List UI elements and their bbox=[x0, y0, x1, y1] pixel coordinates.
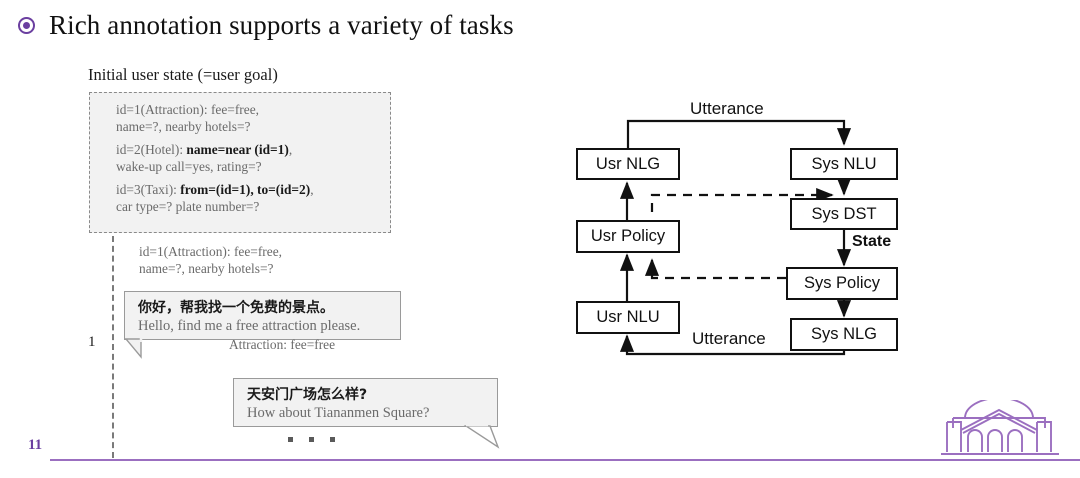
edge-label-utterance-bottom: Utterance bbox=[692, 329, 766, 348]
goal-entry-3: id=3(Taxi): from=(id=1), to=(id=2), car … bbox=[116, 181, 314, 215]
node-usr-policy[interactable]: Usr Policy bbox=[576, 220, 680, 253]
speech-bubble-system: 天安门广场怎么样? How about Tiananmen Square? bbox=[233, 378, 498, 427]
node-usr-nlg[interactable]: Usr NLG bbox=[576, 148, 680, 180]
agenda-pipeline-diagram: Usr NLG Sys NLU Sys DST Usr Policy Sys P… bbox=[560, 99, 920, 370]
dialogue-timeline-line bbox=[112, 236, 114, 458]
node-usr-nlu[interactable]: Usr NLU bbox=[576, 301, 680, 334]
goal-entry-1: id=1(Attraction): fee=free, name=?, near… bbox=[116, 101, 259, 135]
dialogue-continues-ellipsis bbox=[288, 437, 335, 442]
goal-entry-3-bold: from=(id=1), to=(id=2) bbox=[180, 182, 311, 197]
goal-entry-2-head: id=2(Hotel): bbox=[116, 142, 187, 157]
speech-bubble-system-tail bbox=[463, 423, 500, 449]
page-number: 11 bbox=[28, 437, 43, 453]
goal-entry-3-head: id=3(Taxi): bbox=[116, 182, 181, 197]
rotunda-logo-icon bbox=[941, 400, 1059, 455]
turn-number-label: 1 bbox=[88, 334, 96, 350]
goal-entry-2-bold: name=near (id=1) bbox=[186, 142, 289, 157]
state-annotation-line1: id=1(Attraction): fee=free, bbox=[139, 244, 282, 259]
goal-entry-1-line2: name=?, nearby hotels=? bbox=[116, 119, 251, 134]
goal-entry-3-line2: car type=? plate number=? bbox=[116, 199, 260, 214]
node-sys-dst[interactable]: Sys DST bbox=[790, 198, 898, 230]
goal-entry-2-tail: , bbox=[288, 142, 293, 157]
slide-title-row: Rich annotation supports a variety of ta… bbox=[18, 10, 514, 41]
action-annotation: Attraction: fee=free bbox=[229, 337, 336, 352]
goal-entry-2-line2: wake-up call=yes, rating=? bbox=[116, 159, 262, 174]
edge-label-utterance-top: Utterance bbox=[690, 99, 764, 118]
speech-bubble-user-tail bbox=[124, 338, 143, 359]
node-sys-policy[interactable]: Sys Policy bbox=[786, 267, 898, 300]
edge-label-state: State bbox=[852, 233, 892, 250]
state-annotation: id=1(Attraction): fee=free, name=?, near… bbox=[139, 243, 282, 277]
speech-bubble-user: 你好，帮我找一个免费的景点。 Hello, find me a free att… bbox=[124, 291, 401, 340]
node-sys-nlg[interactable]: Sys NLG bbox=[790, 318, 898, 351]
node-sys-nlu[interactable]: Sys NLU bbox=[790, 148, 898, 180]
goal-entry-3-tail: , bbox=[310, 182, 314, 197]
speech-bubble-user-en: Hello, find me a free attraction please. bbox=[138, 318, 361, 334]
diagram-wires bbox=[619, 119, 852, 356]
speech-bubble-user-zh: 你好，帮我找一个免费的景点。 bbox=[138, 300, 334, 316]
goal-entry-1-head: id=1(Attraction): fee=free, bbox=[116, 102, 259, 117]
speech-bubble-system-zh: 天安门广场怎么样? bbox=[247, 387, 368, 403]
goal-section-label: Initial user state (=user goal) bbox=[88, 65, 278, 84]
filled-ring-bullet-icon bbox=[18, 17, 35, 34]
user-goal-box: id=1(Attraction): fee=free, name=?, near… bbox=[89, 92, 391, 233]
speech-bubble-system-en: How about Tiananmen Square? bbox=[247, 405, 430, 421]
footer-rule bbox=[50, 459, 1080, 461]
page-title: Rich annotation supports a variety of ta… bbox=[49, 10, 514, 40]
state-annotation-line2: name=?, nearby hotels=? bbox=[139, 261, 274, 276]
goal-entry-2: id=2(Hotel): name=near (id=1), wake-up c… bbox=[116, 141, 292, 175]
